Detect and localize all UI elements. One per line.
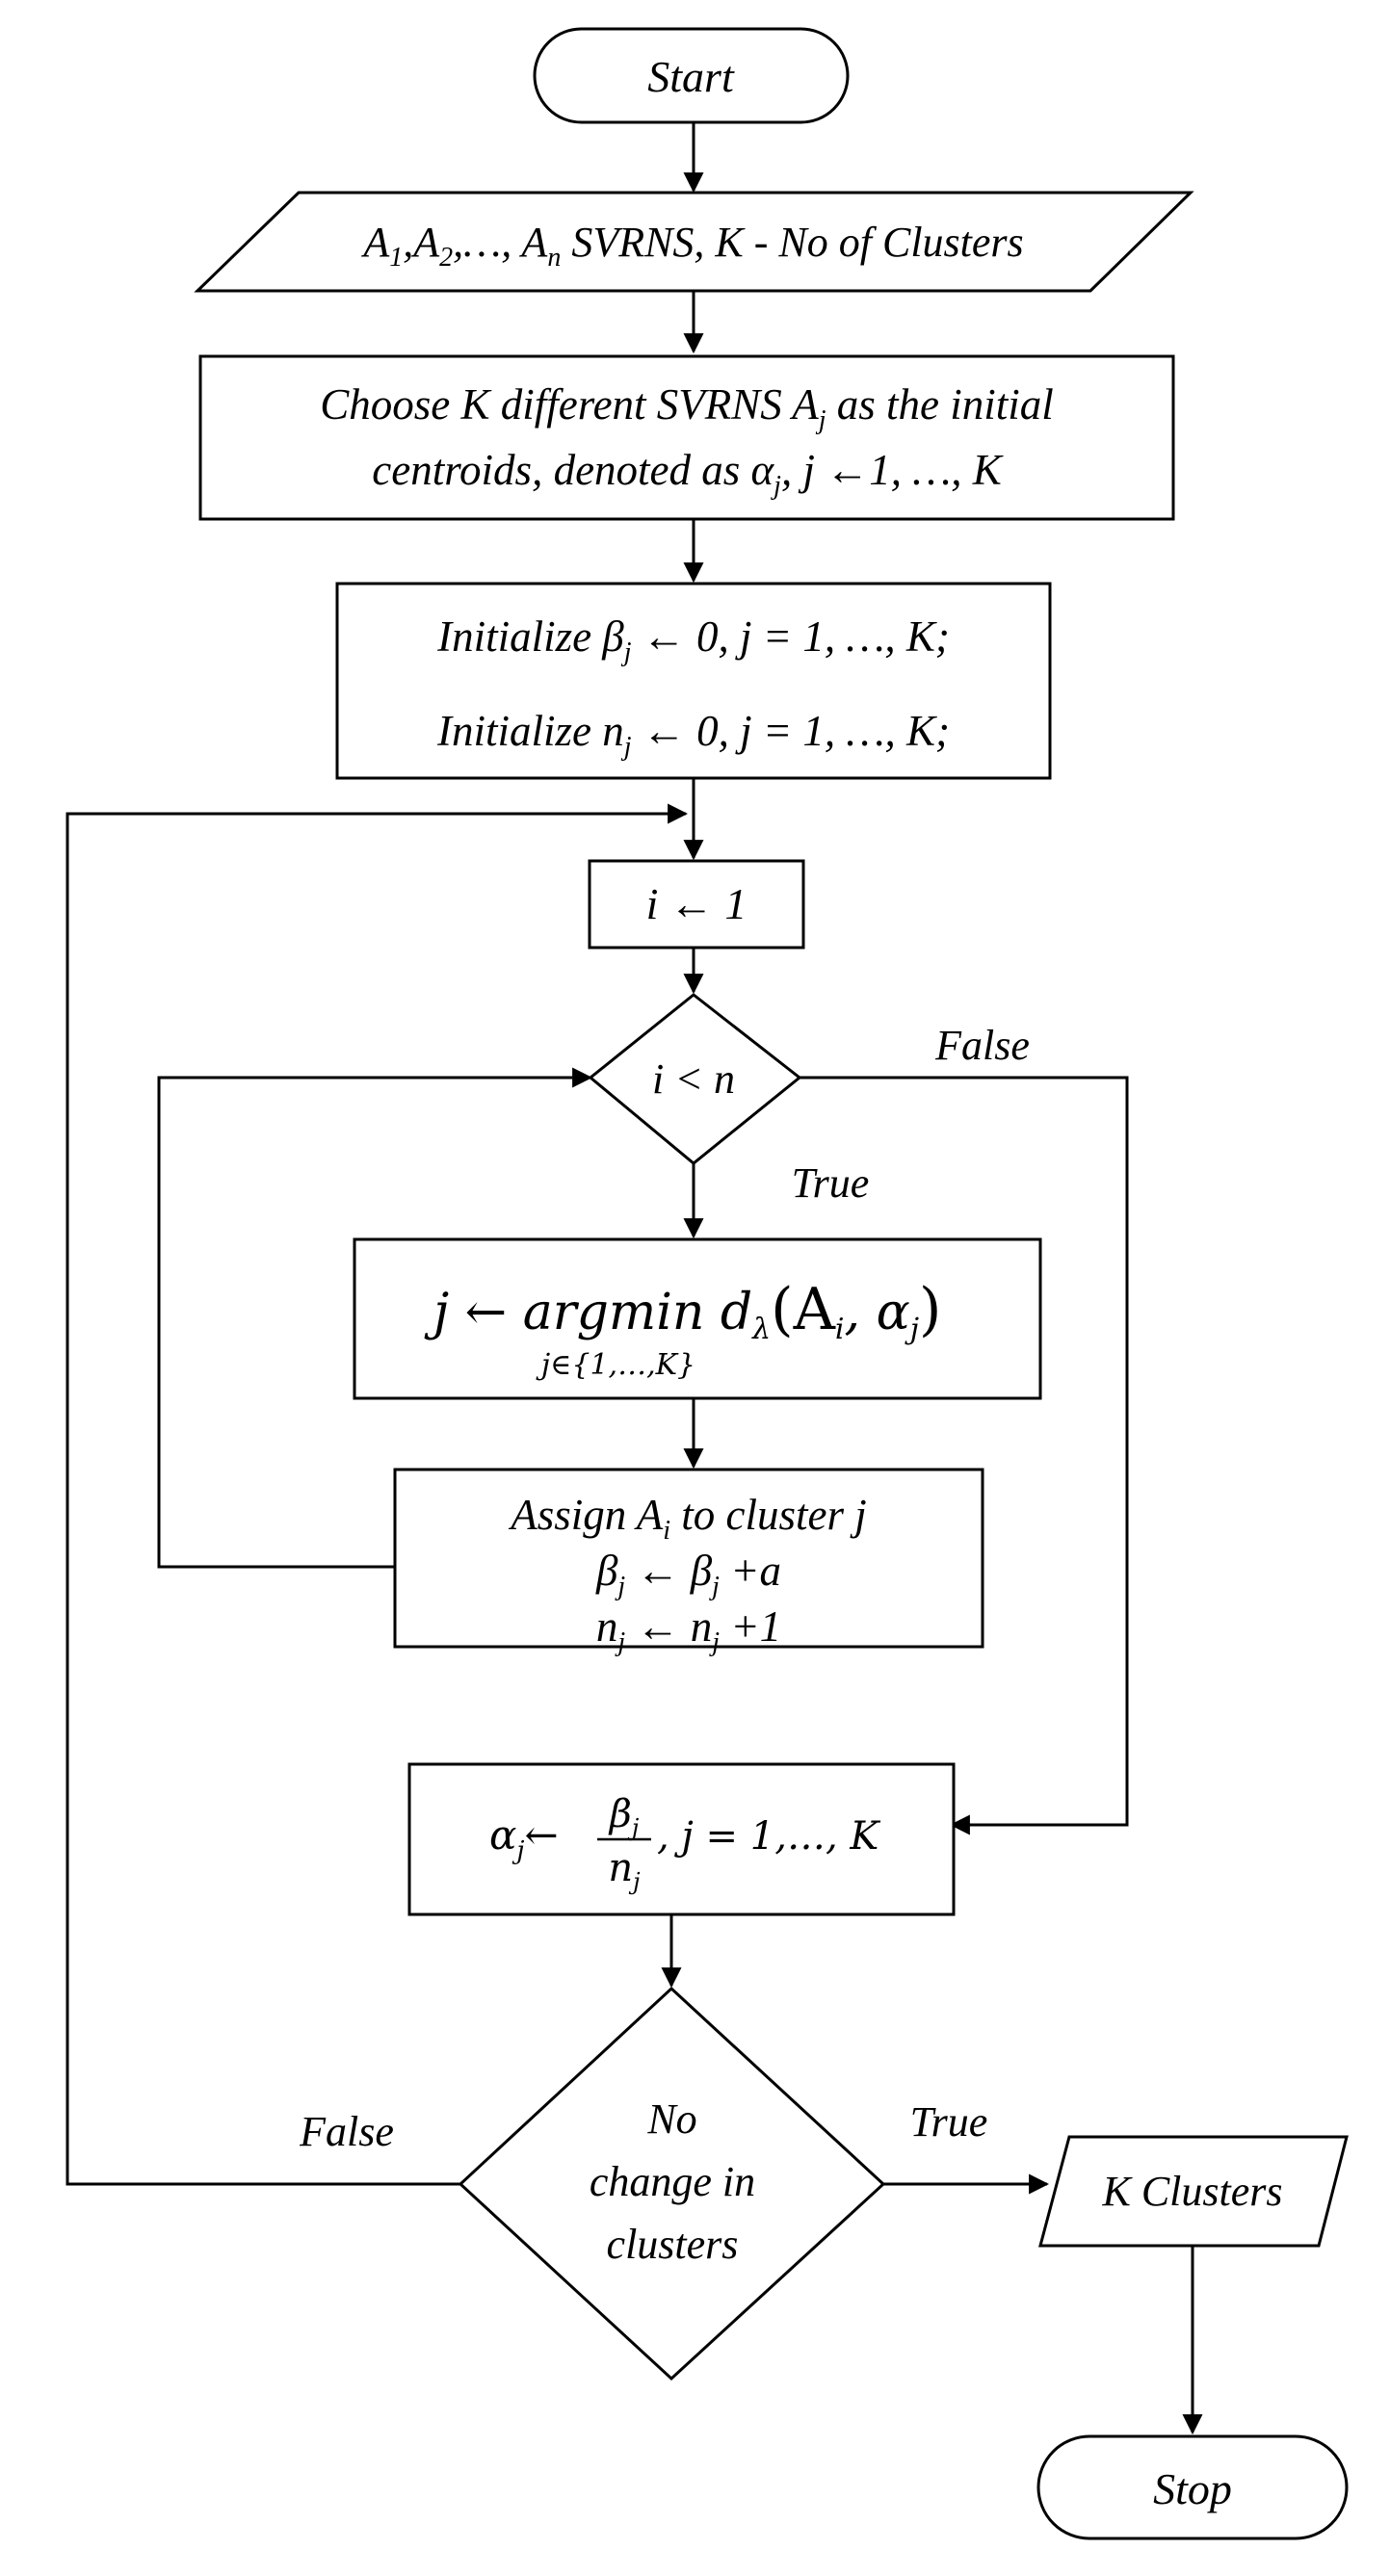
update-denominator: nj [608,1846,641,1895]
condition-label: i < n [652,1055,735,1103]
change-false-label: False [299,2108,394,2155]
output-label: K Clusters [1101,2168,1282,2215]
stop-label: Stop [1153,2464,1232,2513]
i-init-node: i ← 1 [588,859,805,950]
condition-no-change: No change in clusters [458,1986,886,2381]
assign-line-3: nj ← nj +1 [596,1602,781,1657]
input-data-node: A1,A2,…, An SVRNS, K - No of Clusters [194,191,1194,293]
argmin-subscript: j∈{1,…,K} [536,1348,695,1382]
update-numerator: βj [608,1792,640,1841]
choose-centroids-node: Choose K different SVRNS Aj as the initi… [198,354,1175,521]
init-line-2: Initialize nj ← 0, j = 1, …, K; [436,707,950,762]
change-true-label: True [910,2098,988,2146]
i-init-label: i ← 1 [646,879,747,928]
cond-true-label: True [792,1159,870,1207]
initialize-node: Initialize βj ← 0, j = 1, …, K; Initiali… [335,582,1052,780]
output-clusters-node: K Clusters [1038,2135,1349,2248]
start-terminal: Start [533,27,850,124]
input-label: A1,A2,…, An SVRNS, K - No of Clusters [360,219,1023,273]
nochange-line-2: change in [590,2158,755,2205]
update-lhs: αj← [489,1811,559,1865]
edge-nochange-false-loop [66,803,689,2186]
argmin-node: j ← argmin dλ(Ai, αj) j∈{1,…,K} [353,1237,1042,1400]
stop-terminal: Stop [1036,2434,1349,2540]
nochange-line-1: No [646,2095,696,2143]
connectors [66,122,1203,2435]
choose-line-2: centroids, denoted as αj, j ←1, …, K [372,446,1003,501]
argmin-formula: j ← argmin dλ(Ai, αj) [424,1276,941,1346]
assign-line-2: βj ← βj +a [595,1547,781,1601]
assign-line-1: Assign Ai to cluster j [508,1491,866,1546]
init-line-1: Initialize βj ← 0, j = 1, …, K; [436,612,950,667]
update-centroids-node: αj← βj nj , j = 1,…, K [407,1762,956,1916]
update-range: , j = 1,…, K [657,1814,880,1859]
start-label: Start [647,52,735,101]
assign-node: Assign Ai to cluster j βj ← βj +a nj ← n… [393,1468,984,1657]
cond-false-label: False [934,1022,1030,1069]
nochange-line-3: clusters [607,2221,739,2268]
edge-assign-loop-to-cond [157,1067,593,1569]
condition-i-lt-n: i < n [588,993,802,1165]
choose-line-1: Choose K different SVRNS Aj as the initi… [320,380,1054,435]
edge-cond-false-to-update [800,1076,1129,1835]
